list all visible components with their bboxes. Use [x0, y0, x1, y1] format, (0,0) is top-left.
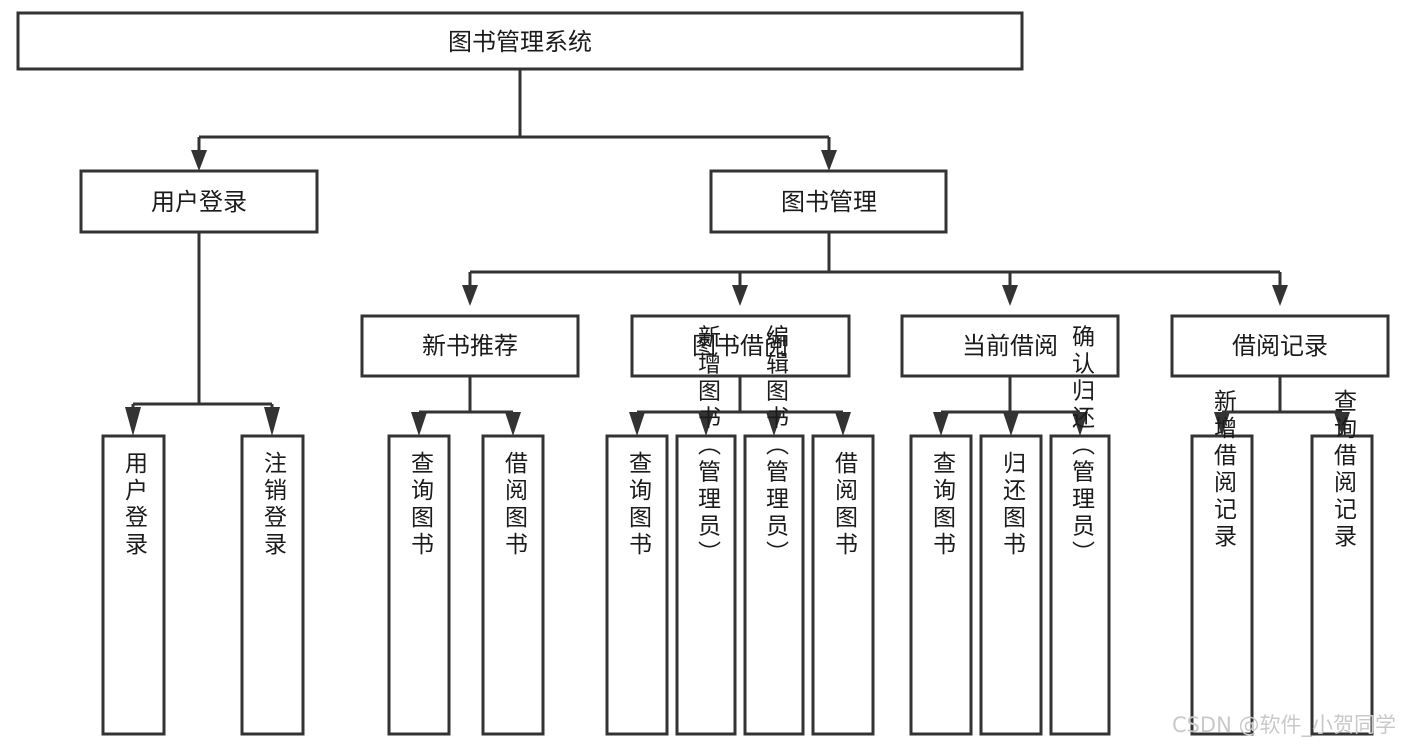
- node-leaf-edit-book-admin-box: [743, 434, 805, 736]
- node-borrow-records[interactable]: 借阅记录: [1170, 314, 1390, 378]
- arrowhead-borrow-to-leaf4: [835, 412, 851, 436]
- arrowhead-borrow-to-leaf2: [698, 412, 714, 436]
- node-leaf-add-borrow-record[interactable]: 新增借阅记录: [1190, 389, 1254, 736]
- arrowhead-records-to-leaf1: [1214, 412, 1230, 436]
- node-leaf-confirm-return-admin-box: [1049, 434, 1111, 736]
- node-leaf-add-book-admin[interactable]: 新增图书（管理员）: [675, 325, 737, 736]
- node-leaf-query-book-borrow[interactable]: 查询图书: [605, 434, 669, 736]
- node-leaf-query-borrow-record-box: [1310, 434, 1374, 736]
- node-leaf-add-book-admin-box: [675, 434, 737, 736]
- arrowhead-userlogin-to-leaf1: [125, 407, 141, 436]
- arrowhead-newbook-to-leaf2: [505, 412, 521, 436]
- node-leaf-user-login-label: 用户登录: [121, 451, 149, 559]
- node-leaf-return-book-box: [979, 434, 1043, 736]
- node-leaf-borrow-book-box: [811, 434, 875, 736]
- node-book-borrow[interactable]: 图书借阅: [630, 314, 851, 378]
- node-leaf-borrow-book[interactable]: 借阅图书: [811, 434, 875, 736]
- node-book-borrow-box: [630, 314, 851, 378]
- node-leaf-borrow-book-newbook[interactable]: 借阅图书: [481, 434, 545, 736]
- node-leaf-add-borrow-record-label: 新增借阅记录: [1210, 389, 1238, 551]
- arrowhead-bookmgmt-to-records: [1272, 285, 1288, 306]
- node-new-book-recommend-label: 新书推荐: [422, 332, 518, 360]
- node-leaf-query-book-newbook-box: [387, 434, 451, 736]
- node-book-management-box: [709, 169, 948, 234]
- node-current-borrow[interactable]: 当前借阅: [900, 314, 1120, 378]
- arrowhead-borrow-to-leaf1: [629, 412, 645, 436]
- node-leaf-query-book-borrow-box: [605, 434, 669, 736]
- node-borrow-records-box: [1170, 314, 1390, 378]
- arrowhead-records-to-leaf2: [1334, 412, 1350, 436]
- node-leaf-logout[interactable]: 注销登录: [240, 434, 305, 736]
- node-leaf-query-book-borrow-label: 查询图书: [625, 451, 653, 559]
- connector-layer: [125, 69, 1350, 436]
- node-leaf-user-login-box: [101, 434, 166, 736]
- arrowhead-current-to-leaf3: [1072, 412, 1088, 436]
- node-leaf-query-borrow-record-label: 查询借阅记录: [1330, 389, 1358, 551]
- node-leaf-add-borrow-record-box: [1190, 434, 1254, 736]
- node-root-system-label: 图书管理系统: [448, 28, 592, 56]
- node-leaf-borrow-book-newbook-label: 借阅图书: [501, 451, 529, 559]
- node-leaf-logout-label: 注销登录: [260, 451, 288, 559]
- node-current-borrow-box: [900, 314, 1120, 378]
- node-leaf-add-book-admin-label: 新增图书（管理员）: [694, 325, 722, 568]
- node-leaf-query-book-newbook[interactable]: 查询图书: [387, 434, 451, 736]
- node-leaf-query-borrow-record[interactable]: 查询借阅记录: [1310, 389, 1374, 736]
- node-leaf-query-book-current[interactable]: 查询图书: [909, 434, 973, 736]
- arrowhead-root-to-book-mgmt: [821, 150, 837, 171]
- watermark-label: CSDN @软件_小贺同学: [1172, 713, 1396, 738]
- node-user-login-label: 用户登录: [151, 188, 247, 216]
- arrowhead-bookmgmt-to-current: [1002, 285, 1018, 306]
- node-leaf-edit-book-admin[interactable]: 编辑图书（管理员）: [743, 325, 805, 736]
- node-book-borrow-label: 图书借阅: [692, 332, 788, 360]
- arrowhead-borrow-to-leaf3: [766, 412, 782, 436]
- node-root-system[interactable]: 图书管理系统: [16, 11, 1024, 71]
- arrowhead-current-to-leaf2: [1003, 412, 1019, 436]
- node-leaf-query-book-current-label: 查询图书: [929, 451, 957, 559]
- node-leaf-logout-box: [240, 434, 305, 736]
- arrowhead-bookmgmt-to-borrow: [732, 285, 748, 306]
- node-root-system-box: [16, 11, 1024, 71]
- arrowhead-userlogin-to-leaf2: [264, 407, 280, 436]
- node-leaf-user-login[interactable]: 用户登录: [101, 434, 166, 736]
- node-book-management-label: 图书管理: [781, 188, 877, 216]
- node-new-book-recommend-box: [360, 314, 580, 378]
- node-leaf-return-book[interactable]: 归还图书: [979, 434, 1043, 736]
- node-user-login[interactable]: 用户登录: [79, 169, 319, 234]
- node-borrow-records-label: 借阅记录: [1232, 332, 1328, 360]
- node-leaf-confirm-return-admin[interactable]: 确认归还（管理员）: [1049, 325, 1111, 736]
- arrowhead-newbook-to-leaf1: [411, 412, 427, 436]
- node-leaf-return-book-label: 归还图书: [999, 451, 1027, 559]
- node-user-login-box: [79, 169, 319, 234]
- node-leaf-edit-book-admin-label: 编辑图书（管理员）: [762, 325, 790, 568]
- node-book-management[interactable]: 图书管理: [709, 169, 948, 234]
- node-current-borrow-label: 当前借阅: [962, 332, 1058, 360]
- node-leaf-borrow-book-newbook-box: [481, 434, 545, 736]
- node-leaf-query-book-newbook-label: 查询图书: [407, 451, 435, 559]
- node-leaf-query-book-current-box: [909, 434, 973, 736]
- arrowhead-bookmgmt-to-newbook: [462, 285, 478, 306]
- arrowhead-root-to-user-login: [191, 150, 207, 171]
- node-leaf-borrow-book-label: 借阅图书: [831, 451, 859, 559]
- node-leaf-confirm-return-admin-label: 确认归还（管理员）: [1068, 325, 1096, 568]
- arrowhead-current-to-leaf1: [933, 412, 949, 436]
- node-new-book-recommend[interactable]: 新书推荐: [360, 314, 580, 378]
